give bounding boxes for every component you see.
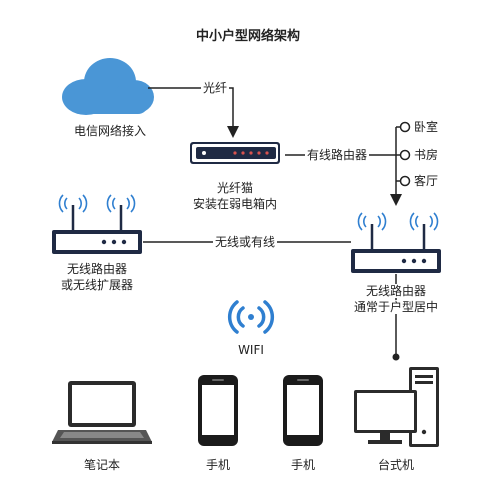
living-node (399, 175, 411, 187)
main-router-icon (351, 212, 441, 273)
phone-label-1: 手机 (205, 458, 231, 472)
fiber-label: 光纤 (201, 81, 230, 95)
phone-label-2: 手机 (290, 458, 316, 472)
phone-icon (283, 375, 323, 446)
wired-router-label: 有线路由器 (305, 148, 370, 162)
desktop-label: 台式机 (377, 458, 415, 472)
laptop-icon (52, 381, 152, 444)
main-router-sublabel: 通常于户型居中 (351, 300, 441, 314)
main-router-label: 无线路由器 (363, 284, 429, 298)
room-label-living: 客厅 (414, 174, 439, 188)
wireless-or-wired-label: 无线或有线 (212, 235, 278, 249)
room-label-bedroom: 卧室 (414, 120, 439, 134)
modem-note-label: 安装在弱电箱内 (192, 197, 278, 211)
fiber-link (148, 87, 239, 138)
desktop-junction (392, 353, 400, 361)
optical-modem-icon (190, 142, 280, 164)
room-label-study: 书房 (414, 148, 439, 162)
wifi-label: WIFI (238, 343, 264, 357)
diagram-title: 中小户型网络架构 (195, 29, 301, 44)
left-router-icon (52, 194, 142, 254)
modem-name-label: 光纤猫 (216, 181, 254, 195)
bedroom-node (399, 121, 411, 133)
left-router-label: 无线路由器 (66, 262, 128, 276)
desktop-icon (354, 367, 439, 447)
left-router-sublabel: 或无线扩展器 (60, 278, 134, 292)
cloud-icon (62, 58, 154, 115)
laptop-label: 笔记本 (83, 458, 121, 472)
wifi-icon (227, 300, 275, 334)
study-node (399, 149, 411, 161)
telecom-access-label: 电信网络接入 (73, 124, 147, 138)
phone-icon (198, 375, 238, 446)
